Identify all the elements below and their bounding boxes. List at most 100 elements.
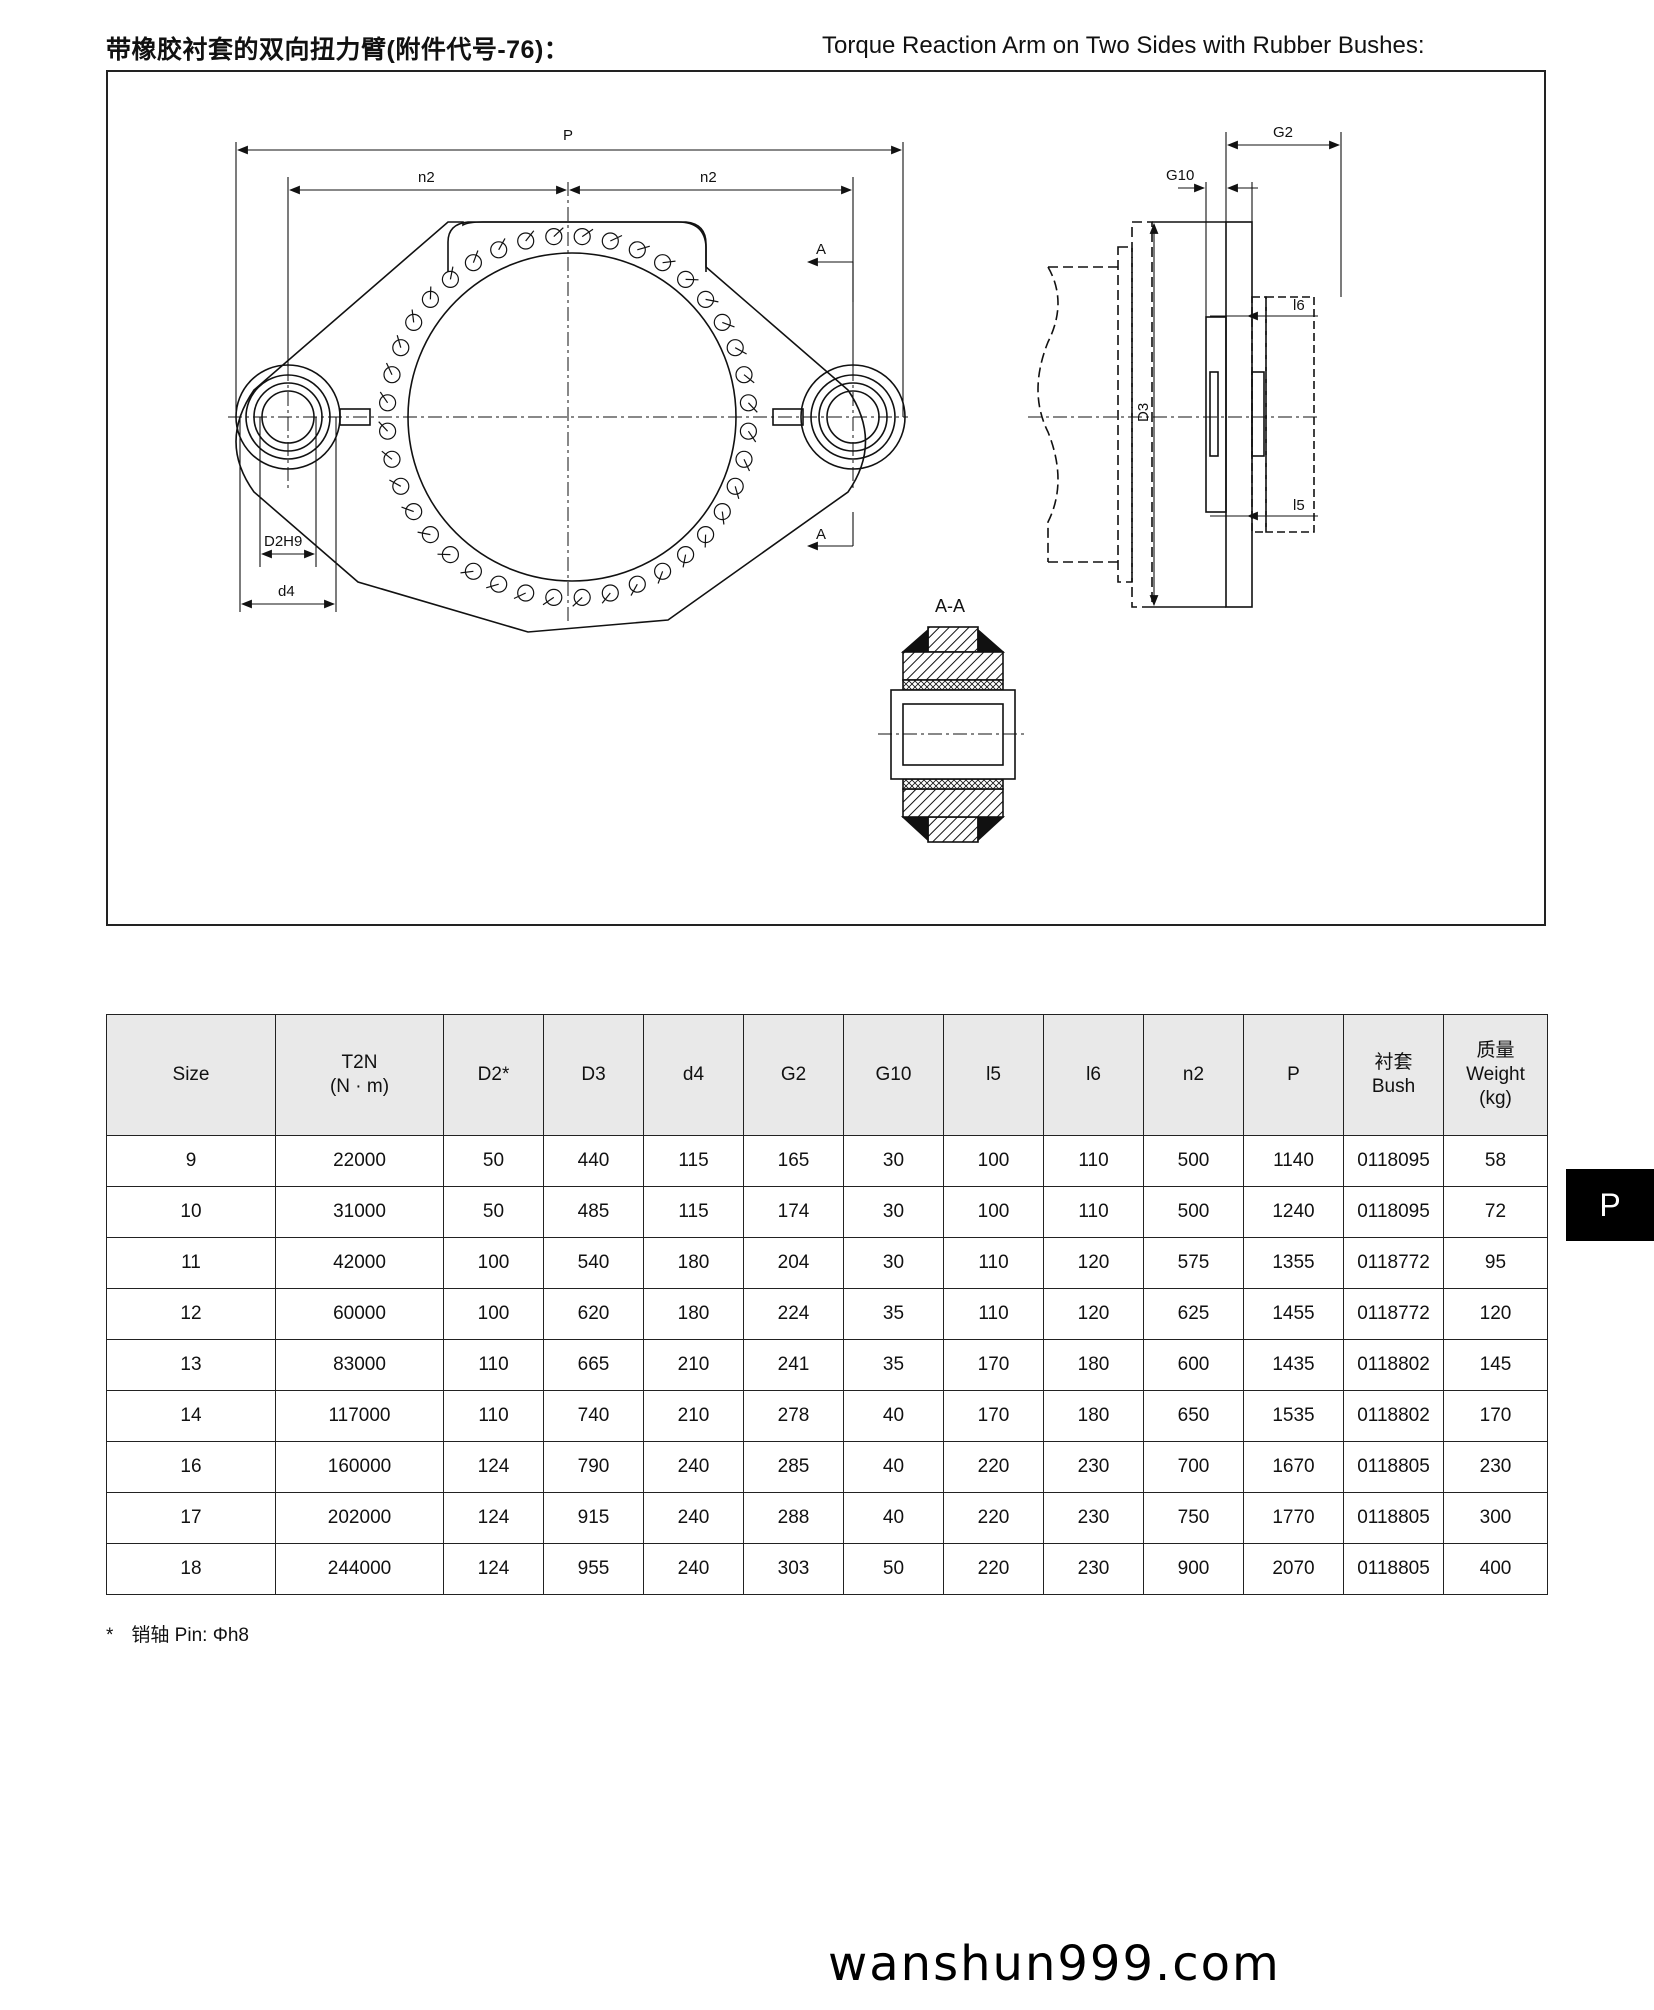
table-cell: 0118095 — [1343, 1186, 1444, 1238]
table-cell: 440 — [543, 1135, 644, 1187]
table-cell: 115 — [643, 1186, 744, 1238]
bolt-hole-leader — [525, 230, 535, 242]
table-cell: 915 — [543, 1492, 644, 1544]
label-P: P — [563, 127, 573, 144]
header-g2: G2 — [743, 1014, 844, 1136]
table-cell: 120 — [1443, 1288, 1548, 1340]
table-cell: 700 — [1143, 1441, 1244, 1493]
table-cell: 180 — [1043, 1390, 1144, 1442]
header-l5: l5 — [943, 1014, 1044, 1136]
header-g10: G10 — [843, 1014, 944, 1136]
table-cell: 750 — [1143, 1492, 1244, 1544]
header-n2: n2 — [1143, 1014, 1244, 1136]
bolt-hole-leader — [553, 227, 564, 238]
bolt-hole-leader — [513, 592, 526, 600]
table-cell: 13 — [106, 1339, 276, 1391]
bolt-hole-leader — [747, 402, 758, 413]
table-cell: 1455 — [1243, 1288, 1344, 1340]
bolt-hole-leader — [417, 531, 431, 536]
table-cell: 202000 — [275, 1492, 444, 1544]
table-cell: 600 — [1143, 1339, 1244, 1391]
label-d4: d4 — [278, 583, 295, 600]
table-cell: 145 — [1443, 1339, 1548, 1391]
table-cell: 244000 — [275, 1543, 444, 1595]
header-p: P — [1243, 1014, 1344, 1136]
header-weight-en: Weight — [1466, 1064, 1525, 1085]
bolt-hole-leader — [747, 430, 757, 443]
table-cell: 120 — [1043, 1237, 1144, 1289]
table-cell: 50 — [443, 1186, 544, 1238]
table-cell: 955 — [543, 1543, 644, 1595]
table-cell: 160000 — [275, 1441, 444, 1493]
bolt-hole-leader — [743, 374, 755, 384]
table-cell: 2070 — [1243, 1543, 1344, 1595]
header-t2n: T2N (N · m) — [275, 1014, 444, 1136]
table-cell: 100 — [943, 1186, 1044, 1238]
bolt-hole-leader — [630, 583, 638, 596]
table-cell: 17 — [106, 1492, 276, 1544]
table-cell: 0118802 — [1343, 1390, 1444, 1442]
specification-table: Size T2N(N · m) D2* D3 d4 G2 G10 l5 l6 n… — [106, 1014, 1548, 1595]
table-cell: 303 — [743, 1543, 844, 1595]
bolt-hole-leader — [682, 554, 687, 568]
bolt-hole-leader — [637, 245, 650, 251]
table-cell: 0118805 — [1343, 1543, 1444, 1595]
table-cell: 14 — [106, 1390, 276, 1442]
table-cell: 620 — [543, 1288, 644, 1340]
table-cell: 230 — [1043, 1543, 1144, 1595]
bolt-hole-leader — [472, 250, 479, 263]
table-cell: 0118095 — [1343, 1135, 1444, 1187]
table-cell: 60000 — [275, 1288, 444, 1340]
bolt-hole-leader — [460, 570, 474, 574]
table-cell: 625 — [1143, 1288, 1244, 1340]
page-title-cn: 带橡胶衬套的双向扭力臂(附件代号-76)： — [106, 36, 570, 64]
table-cell: 790 — [543, 1441, 644, 1493]
table-cell: 170 — [1443, 1390, 1548, 1442]
label-n2-right: n2 — [700, 169, 717, 186]
table-cell: 1355 — [1243, 1237, 1344, 1289]
bolt-hole — [713, 503, 731, 521]
label-l5: l5 — [1293, 497, 1305, 514]
side-view — [1037, 221, 1315, 608]
bolt-hole-leader — [601, 592, 611, 604]
table-cell: 124 — [443, 1441, 544, 1493]
bolt-hole-leader — [486, 583, 499, 589]
table-cell: 288 — [743, 1492, 844, 1544]
bolt-hole-leader — [401, 506, 414, 513]
label-A-bottom: A — [816, 526, 826, 543]
bolt-hole-leader — [542, 596, 555, 606]
table-cell: 0118805 — [1343, 1441, 1444, 1493]
table-cell: 30 — [843, 1237, 944, 1289]
header-t2n-label: T2N — [341, 1052, 378, 1073]
bolt-hole-leader — [379, 391, 389, 404]
technical-drawing: P n2 n2 A A D2H9 d4 G2 G10 l6 l5 D3 A-A — [106, 70, 1546, 926]
label-section-a-a: A-A — [935, 596, 965, 616]
header-t2n-unit: (N · m) — [329, 1076, 390, 1097]
header-weight-unit: (kg) — [1479, 1088, 1512, 1109]
section-tab-p[interactable]: P — [1566, 1169, 1654, 1241]
table-cell: 42000 — [275, 1237, 444, 1289]
table-cell: 170 — [943, 1390, 1044, 1442]
table-cell: 740 — [543, 1390, 644, 1442]
bolt-hole-leader — [722, 321, 735, 328]
table-cell: 220 — [943, 1543, 1044, 1595]
table-cell: 115 — [643, 1135, 744, 1187]
bolt-hole — [464, 254, 482, 272]
table-cell: 124 — [443, 1543, 544, 1595]
bolt-hole-ring — [378, 227, 758, 607]
bolt-hole-leader — [734, 347, 747, 355]
table-cell: 16 — [106, 1441, 276, 1493]
table-cell: 12 — [106, 1288, 276, 1340]
table-cell: 210 — [643, 1339, 744, 1391]
table-cell: 110 — [943, 1237, 1044, 1289]
table-cell: 110 — [443, 1339, 544, 1391]
label-n2-left: n2 — [418, 169, 435, 186]
header-l6: l6 — [1043, 1014, 1144, 1136]
table-cell: 500 — [1143, 1186, 1244, 1238]
